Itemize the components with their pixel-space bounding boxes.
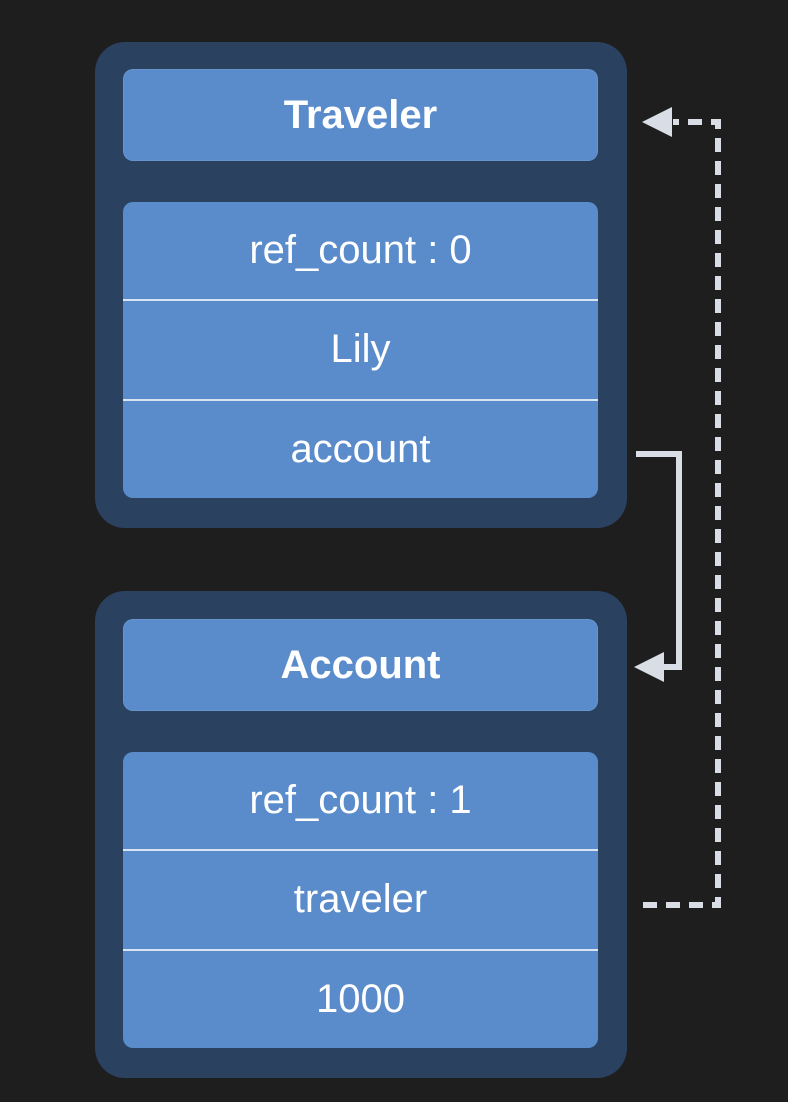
traveler-fields: ref_count : 0 Lily account <box>123 202 598 498</box>
account-fields: ref_count : 1 traveler 1000 <box>123 752 598 1048</box>
traveler-account-field: account <box>123 398 598 498</box>
account-balance-field: 1000 <box>123 948 598 1048</box>
traveler-object-card: Traveler ref_count : 0 Lily account <box>95 42 627 528</box>
traveler-name-field: Lily <box>123 299 598 398</box>
strong-reference-arrow <box>634 451 682 682</box>
account-class-header: Account <box>123 619 598 711</box>
traveler-class-header: Traveler <box>123 69 598 161</box>
traveler-ref-count-field: ref_count : 0 <box>249 228 472 273</box>
account-traveler-field: traveler <box>123 849 598 948</box>
account-object-card: Account ref_count : 1 traveler 1000 <box>95 591 627 1078</box>
account-ref-count-field: ref_count : 1 <box>249 778 472 823</box>
weak-reference-arrow <box>642 107 721 908</box>
